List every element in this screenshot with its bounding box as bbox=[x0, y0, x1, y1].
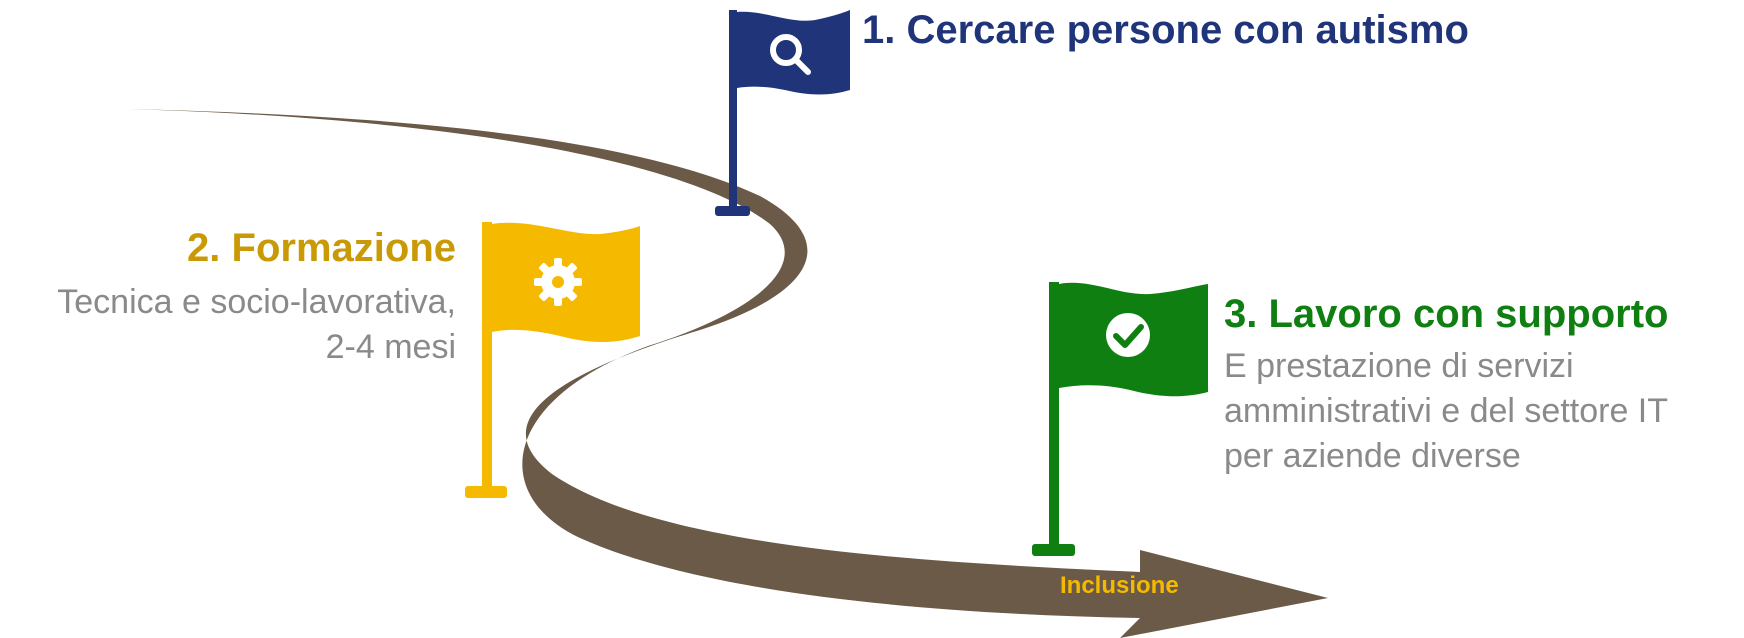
flag-2 bbox=[465, 222, 640, 498]
step-2-title: 2. Formazione bbox=[187, 226, 456, 270]
step-2-description: Tecnica e socio-lavorativa, 2-4 mesi bbox=[57, 280, 456, 370]
search-icon bbox=[770, 34, 811, 75]
step-3-description-line-3: per aziende diverse bbox=[1224, 437, 1521, 475]
step-2-description-line-2: 2-4 mesi bbox=[325, 328, 456, 366]
road-label: Inclusione bbox=[1060, 572, 1179, 599]
step-2-description-line-1: Tecnica e socio-lavorativa, bbox=[57, 283, 456, 321]
step-3-title: 3. Lavoro con supporto bbox=[1224, 292, 1669, 336]
flag-2-base bbox=[465, 486, 507, 498]
flag-1-cloth bbox=[737, 10, 850, 95]
flag-3-pole bbox=[1049, 282, 1059, 550]
road-path bbox=[128, 109, 1328, 638]
step-1-title: 1. Cercare persone con autismo bbox=[862, 8, 1469, 52]
flag-2-pole bbox=[482, 222, 492, 492]
step-3-description: E prestazione di servizi amministrativi … bbox=[1224, 344, 1668, 479]
check-icon bbox=[1106, 313, 1150, 357]
flag-1-base bbox=[715, 206, 750, 216]
step-3-description-line-1: E prestazione di servizi bbox=[1224, 347, 1574, 385]
flag-3-base bbox=[1032, 544, 1075, 556]
flag-3 bbox=[1032, 282, 1208, 556]
flag-1-pole bbox=[729, 10, 737, 210]
step-3-description-line-2: amministrativi e del settore IT bbox=[1224, 392, 1669, 430]
flag-1 bbox=[715, 10, 850, 216]
gear-icon bbox=[534, 258, 582, 306]
